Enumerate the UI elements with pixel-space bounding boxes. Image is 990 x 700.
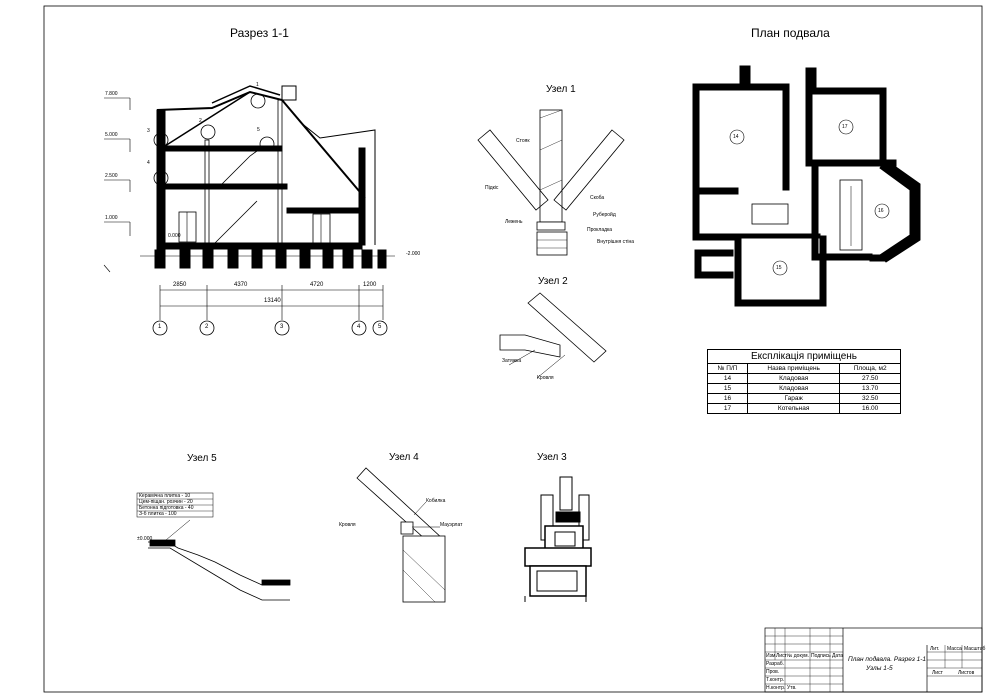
stamp-scale: Масштаб xyxy=(964,646,986,652)
node4-label: Мауэрлат xyxy=(440,522,463,528)
dim-total: 13140 xyxy=(264,298,281,304)
node5-layer: Бетонна підготовка - 40 xyxy=(139,505,194,511)
table-row: 14 Кладовая 27.50 xyxy=(707,373,901,384)
node1-label: Внутрішня стіна xyxy=(597,239,635,245)
node2-label: Затяжка xyxy=(502,358,522,364)
node1-drawing xyxy=(477,109,625,256)
dim-1: 2850 xyxy=(173,282,187,288)
cell-name: Котельная xyxy=(746,403,841,414)
level-mark: 5.000 xyxy=(105,132,118,138)
node5-title: Узел 5 xyxy=(187,453,217,464)
cell-num: 15 xyxy=(707,383,748,394)
header-area: Площа, м2 xyxy=(839,363,901,374)
callout-2: 2 xyxy=(199,118,202,124)
node5-layer: Керамічна плитка - 10 xyxy=(139,493,191,499)
node4-title: Узел 4 xyxy=(389,452,419,463)
stamp-sheets: Листов xyxy=(958,670,975,676)
cell-name: Гараж xyxy=(746,393,841,404)
node1-label: Лежень xyxy=(505,219,523,225)
cell-name: Кладовая xyxy=(746,383,841,394)
room-16: 16 xyxy=(878,208,884,214)
table-row: 17 Котельная 16.00 xyxy=(707,403,901,414)
stamp-row: Лист xyxy=(776,653,787,659)
node3-drawing xyxy=(524,476,592,602)
node1-label: Скоба xyxy=(590,195,605,201)
level-mark: 7.800 xyxy=(105,91,118,97)
stamp-row: Н.контр. xyxy=(766,685,786,691)
node4-label: Кровля xyxy=(339,522,356,528)
dim-4: 1200 xyxy=(363,282,377,288)
callout-1: 1 xyxy=(256,82,259,88)
room-17: 17 xyxy=(842,124,848,130)
level-mark: 2.500 xyxy=(105,173,118,179)
stamp-row: Изм. xyxy=(766,653,777,659)
table-row: 16 Гараж 32.50 xyxy=(707,393,901,404)
stamp-row: Дата xyxy=(832,653,844,659)
section-title: Разрез 1-1 xyxy=(230,26,289,40)
axis-4: 4 xyxy=(357,324,361,330)
sheet-frame xyxy=(43,5,983,693)
explication-table: Експлікація приміщень № П/П Назва приміщ… xyxy=(707,349,901,414)
cell-area: 13.70 xyxy=(839,383,901,394)
basement-plan-drawing xyxy=(692,65,921,307)
node2-title: Узел 2 xyxy=(538,276,568,287)
stamp-row: Пров. xyxy=(766,669,780,675)
stamp-title-2: Узлы 1-5 xyxy=(866,665,893,672)
axis-1: 1 xyxy=(158,324,162,330)
node1-title: Узел 1 xyxy=(546,84,576,95)
room-markers xyxy=(729,119,890,276)
cell-name: Кладовая xyxy=(746,373,841,384)
node1-label: Стояк xyxy=(516,138,530,144)
table-header-row: № П/П Назва приміщень Площа, м2 xyxy=(707,363,901,374)
node3-title: Узел 3 xyxy=(537,452,567,463)
node5-layer: З-б плитка - 100 xyxy=(139,511,177,517)
title-block xyxy=(764,627,983,693)
stamp-mass: Масса xyxy=(947,646,962,652)
stamp-row: Разраб. xyxy=(766,661,785,667)
stamp-row: Подпись xyxy=(811,653,831,659)
cell-num: 17 xyxy=(707,403,748,414)
callout-5: 5 xyxy=(257,127,260,133)
basement-plan-title: План подвала xyxy=(751,26,830,40)
stamp-stage: Лит. xyxy=(930,646,940,652)
room-15: 15 xyxy=(776,265,782,271)
node1-label: Підкіс xyxy=(485,185,499,191)
stamp-row: № докум. xyxy=(787,653,809,659)
level-zero: 0.000 xyxy=(168,233,181,239)
stamp-sheet: Лист xyxy=(932,670,943,676)
callout-4: 4 xyxy=(147,160,150,166)
cell-num: 14 xyxy=(707,373,748,384)
cell-area: 27.50 xyxy=(839,373,901,384)
header-num: № П/П xyxy=(707,363,748,374)
axis-5: 5 xyxy=(378,324,382,330)
cell-num: 16 xyxy=(707,393,748,404)
node5-layer: Цем-піщан. розчин - 20 xyxy=(139,499,193,505)
node2-label: Кровля xyxy=(537,375,554,381)
callout-3: 3 xyxy=(147,128,150,134)
node5-mark: ±0.000 xyxy=(137,536,153,542)
section-drawing xyxy=(103,85,395,336)
header-name: Назва приміщень xyxy=(746,363,841,374)
table-row: 15 Кладовая 13.70 xyxy=(707,383,901,394)
axis-3: 3 xyxy=(280,324,284,330)
node1-label: Руберойд xyxy=(593,212,616,218)
axis-2: 2 xyxy=(205,324,209,330)
level-mark: 1.000 xyxy=(105,215,118,221)
node2-drawing xyxy=(499,292,607,379)
node1-label: Прокладка xyxy=(587,227,613,233)
stamp-title-1: План подвала. Разрез 1-1 xyxy=(848,656,927,663)
node4-label: Кобилка xyxy=(426,498,446,504)
dim-2: 4370 xyxy=(234,282,248,288)
explication-title: Експлікація приміщень xyxy=(707,349,901,363)
node4-drawing xyxy=(356,467,446,603)
node5-drawing xyxy=(136,492,291,601)
stamp-row: Утв. xyxy=(787,685,797,691)
cell-area: 16.00 xyxy=(839,403,901,414)
room-14: 14 xyxy=(733,134,739,140)
dim-3: 4720 xyxy=(310,282,324,288)
level-ground: -2.000 xyxy=(406,251,421,257)
stamp-row: Т.контр. xyxy=(766,677,785,683)
cell-area: 32.50 xyxy=(839,393,901,404)
